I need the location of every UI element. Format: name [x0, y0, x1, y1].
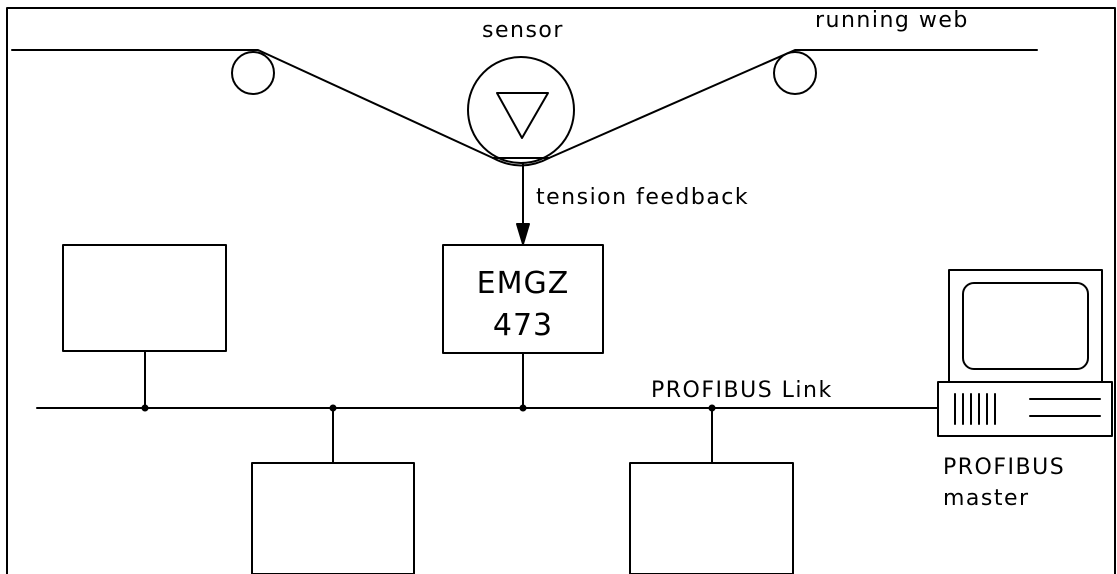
emgz-model-label: 473 [493, 308, 553, 343]
profibus-master-sublabel: master [943, 486, 1030, 511]
device-box-bottom-right [629, 462, 794, 574]
junction-dot [329, 404, 337, 412]
emgz-label: EMGZ [477, 266, 570, 301]
junction-dot [141, 404, 149, 412]
computer-base [937, 381, 1113, 437]
sensor-roller [467, 56, 575, 164]
device-box-bottom-left [251, 462, 415, 574]
arrow-head-icon [516, 223, 530, 245]
frame-border [6, 7, 1116, 574]
profibus-link-label: PROFIBUS Link [651, 378, 833, 403]
web-wrap-arc [492, 157, 550, 167]
device-box-top-left [62, 244, 227, 352]
junction-dot [708, 404, 716, 412]
right-roller [773, 51, 817, 95]
sensor-label: sensor [482, 18, 564, 43]
running-web-label: running web [815, 8, 969, 33]
running-web-line [11, 49, 1038, 159]
left-roller [231, 51, 275, 95]
junction-dot [519, 404, 527, 412]
tension-feedback-label: tension feedback [536, 185, 749, 210]
profibus-master-computer-icon [937, 269, 1113, 437]
profibus-master-label: PROFIBUS [943, 455, 1065, 480]
sensor-triangle-icon [496, 92, 549, 139]
sensor-circle [467, 56, 575, 164]
monitor-screen [962, 282, 1089, 370]
monitor-body [948, 269, 1103, 383]
